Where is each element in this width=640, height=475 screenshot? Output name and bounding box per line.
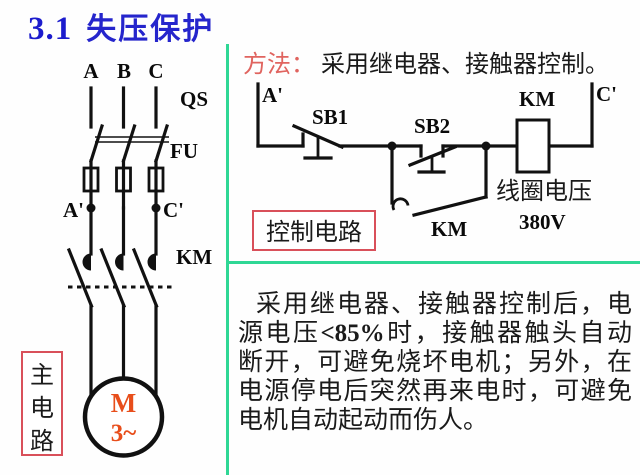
motor-leads <box>89 304 158 399</box>
motor-letter: M <box>111 388 136 418</box>
km-coil-label: KM <box>519 87 555 111</box>
ctrl-c-prime-label: C' <box>596 82 617 106</box>
phase-b-label: B <box>117 59 131 83</box>
km-main-contacts <box>66 247 172 309</box>
motor-circle <box>82 376 165 458</box>
km-coil <box>515 118 551 174</box>
main-circuit-caption-box <box>21 351 63 456</box>
method-label: 方法： <box>243 52 315 78</box>
km-holding-contact-branch <box>390 144 488 217</box>
contactor-feed-lines <box>89 206 158 256</box>
paragraph-line: 电源停电后突然再来电时，可避免 <box>238 378 632 405</box>
coil-voltage-value: 380V <box>519 210 566 234</box>
qs-switch <box>88 123 170 164</box>
c-prime-label: C' <box>163 198 184 222</box>
method-line: 方法：采用继电器、接触器控制。 <box>243 44 609 79</box>
explanation-paragraph: 采用继电器、接触器控制后，电 源电压<85%时，接触器触头自动 断开，可避免烧坏… <box>238 290 632 435</box>
phase-c-label: C <box>148 59 163 83</box>
control-circuit-caption-box <box>252 210 376 251</box>
paragraph-line2-post: 时，接触器触头自动 <box>384 320 632 347</box>
paragraph-line: 源电压<85%时，接触器触头自动 <box>238 319 632 348</box>
km-contact-label: KM <box>431 217 467 241</box>
sb1-stop-button <box>291 123 345 160</box>
paragraph-line: 断开，可避免烧坏电机；另外，在 <box>238 349 632 376</box>
main-circuit-diagram: A B C QS FU <box>21 59 212 458</box>
main-caption-char-2: 电 <box>30 395 54 422</box>
vertical-divider <box>226 44 229 475</box>
paragraph-line: 电机自动起动而伤人。 <box>238 407 489 434</box>
main-caption-char-1: 主 <box>30 362 54 389</box>
section-number: 3.1 <box>28 11 73 47</box>
control-caption-label: 控制电路 <box>266 219 362 246</box>
a-prime-label: A' <box>63 198 84 222</box>
page-title: 3.1 失压保护 <box>28 4 214 48</box>
sb2-label: SB2 <box>414 114 450 138</box>
sb1-label: SB1 <box>312 105 348 129</box>
horizontal-divider <box>226 261 640 264</box>
method-text: 采用继电器、接触器控制。 <box>321 52 609 78</box>
paragraph-line: 采用继电器、接触器控制后，电 <box>256 291 632 318</box>
qs-label: QS <box>180 87 208 111</box>
control-circuit-diagram: A' SB1 SB2 <box>252 82 617 251</box>
fu-label: FU <box>170 139 198 163</box>
motor-phase: 3~ <box>111 420 137 447</box>
paragraph-line2-pre: 源电压 <box>238 320 321 347</box>
paragraph-line2-bold: <85% <box>320 320 385 347</box>
km-main-label: KM <box>176 245 212 269</box>
supply-lines <box>89 86 158 129</box>
section-title: 失压保护 <box>86 13 215 46</box>
phase-a-label: A <box>83 59 99 83</box>
coil-voltage-label: 线圈电压 <box>496 178 592 205</box>
fu-fuses <box>82 166 165 193</box>
main-caption-char-3: 路 <box>30 428 54 455</box>
ctrl-a-prime-label: A' <box>262 83 283 107</box>
sb2-start-button <box>407 144 458 174</box>
